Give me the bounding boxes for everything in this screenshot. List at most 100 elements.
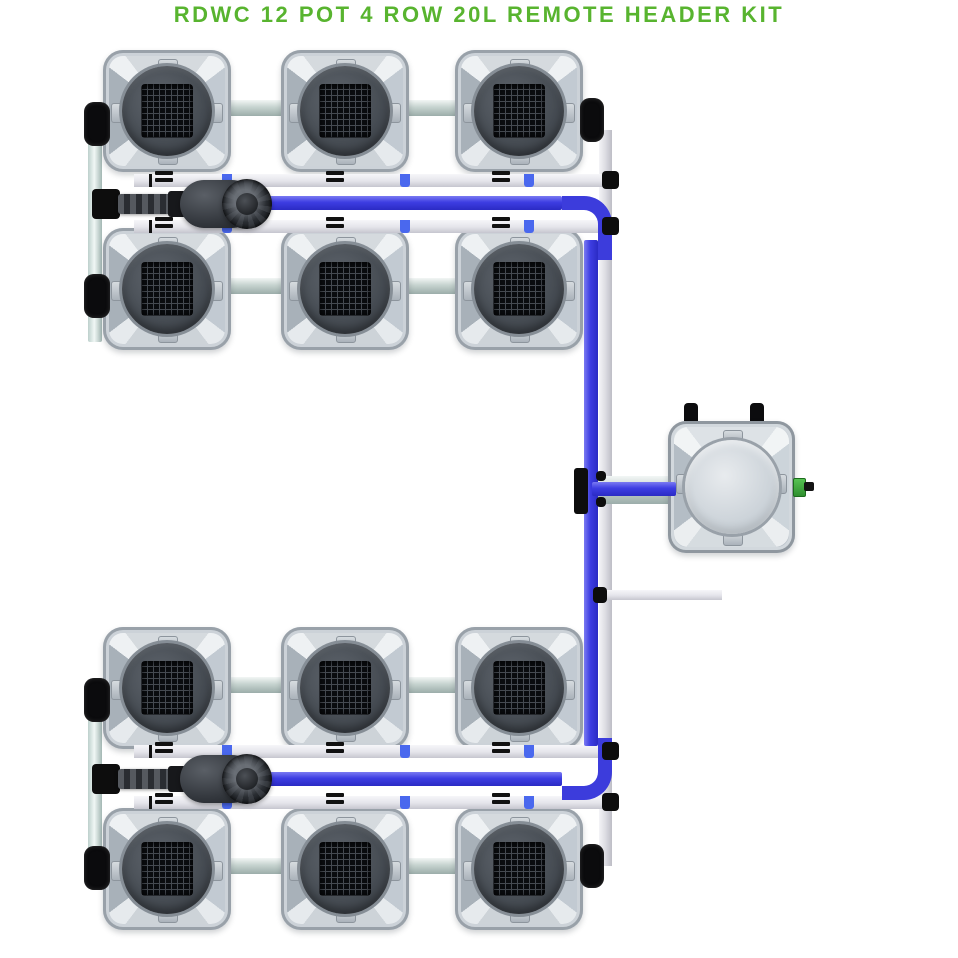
net-pot-recess	[122, 824, 212, 914]
pump-1-hub	[236, 193, 258, 215]
pump-2-barb-adapter	[118, 769, 174, 789]
return-pipe-clip-bar	[492, 224, 510, 228]
pot-row4-col2	[281, 808, 409, 930]
net-pot-recess	[300, 244, 390, 334]
tank-side-valve-stem	[804, 482, 814, 491]
net-pot-mesh	[141, 84, 193, 138]
net-pot-mesh	[493, 661, 545, 715]
return-pipe-clip-bar	[326, 171, 344, 175]
return-pipe-clip-bar	[492, 742, 510, 746]
return-pipe-end-tick	[149, 220, 152, 233]
return-pipe-clip-bar	[326, 793, 344, 797]
right-fitting-top-2	[602, 217, 619, 235]
pot-row2-col2	[281, 228, 409, 350]
return-pipe-blue-clip	[400, 745, 410, 758]
net-pot-mesh	[319, 262, 371, 316]
tank-lid-tab-south	[723, 532, 743, 546]
return-pipe-clip-bar	[492, 749, 510, 753]
return-pipe-clip-bar	[155, 224, 173, 228]
return-pipe-blue-clip	[524, 796, 534, 809]
blue-tube-vertical	[584, 240, 598, 746]
tank-drain-stub-pipe	[600, 590, 722, 600]
pot-row2-col1	[103, 228, 231, 350]
net-pot-mesh	[319, 842, 371, 896]
tank-handle-left	[684, 403, 698, 425]
return-pipe-clip-bar	[155, 793, 173, 797]
pump-1-barb-adapter	[118, 194, 174, 214]
return-pipe-clip-bar	[326, 178, 344, 182]
net-pot-mesh	[141, 661, 193, 715]
net-pot-recess	[300, 643, 390, 733]
pot-row3-col2	[281, 627, 409, 749]
net-pot-recess	[474, 643, 564, 733]
return-pipe-clip-bar	[492, 793, 510, 797]
net-pot-mesh	[493, 84, 545, 138]
blue-tube-top-horizontal	[246, 196, 562, 210]
right-fitting-bottom-1	[602, 742, 619, 760]
return-pipe-end-tick	[149, 796, 152, 809]
net-pot-mesh	[141, 262, 193, 316]
tank-branch-tee-fitting	[574, 468, 588, 514]
net-pot-recess	[300, 66, 390, 156]
return-pipe-clip-bar	[155, 217, 173, 221]
pot-row1-col2	[281, 50, 409, 172]
return-pipe-clip-bar	[492, 217, 510, 221]
tank-drain-stub-fitting	[593, 587, 607, 603]
return-pipe-blue-clip	[400, 174, 410, 187]
return-pipe-end-tick	[149, 174, 152, 187]
remote-header-tank	[668, 421, 795, 553]
pot-row4-col3	[455, 808, 583, 930]
right-elbow-row-4	[580, 844, 604, 888]
pot-row4-col1	[103, 808, 231, 930]
return-pipe-end-tick	[149, 745, 152, 758]
right-fitting-bottom-2	[602, 793, 619, 811]
tank-round-lid	[685, 440, 779, 534]
right-elbow-row-1	[580, 98, 604, 142]
pump-2-inlet-fitting	[92, 764, 120, 794]
return-pipe-blue-clip	[400, 796, 410, 809]
net-pot-recess	[474, 824, 564, 914]
net-pot-mesh	[319, 84, 371, 138]
net-pot-recess	[474, 244, 564, 334]
pot-row1-col3	[455, 50, 583, 172]
net-pot-mesh	[493, 262, 545, 316]
blue-tube-tank-branch	[592, 482, 676, 496]
pump-2-hub	[236, 768, 258, 790]
net-pot-recess	[122, 244, 212, 334]
return-pipe-clip-bar	[155, 171, 173, 175]
return-pipe-clip-bar	[326, 742, 344, 746]
return-pipe-clip-bar	[326, 224, 344, 228]
page-title: RDWC 12 POT 4 ROW 20L REMOTE HEADER KIT	[173, 2, 785, 27]
tank-handle-right	[750, 403, 764, 425]
return-pipe-clip-bar	[155, 178, 173, 182]
return-pipe-clip-bar	[155, 800, 173, 804]
return-pipe-blue-clip	[222, 745, 232, 758]
left-elbow-row-2	[84, 274, 110, 318]
net-pot-mesh	[319, 661, 371, 715]
pump-1-inlet-fitting	[92, 189, 120, 219]
return-pipe-clip-bar	[326, 800, 344, 804]
net-pot-recess	[474, 66, 564, 156]
pot-row3-col3	[455, 627, 583, 749]
left-elbow-row-1	[84, 102, 110, 146]
net-pot-recess	[122, 66, 212, 156]
return-pipe-clip-bar	[155, 742, 173, 746]
pot-row2-col3	[455, 228, 583, 350]
pot-row3-col1	[103, 627, 231, 749]
return-pipe-clip-bar	[492, 178, 510, 182]
net-pot-recess	[300, 824, 390, 914]
left-elbow-row-4	[84, 846, 110, 890]
return-pipe-blue-clip	[524, 745, 534, 758]
tank-branch-clamp-lower	[596, 497, 606, 507]
right-fitting-top-1	[602, 171, 619, 189]
return-pipe-blue-clip	[524, 220, 534, 233]
net-pot-mesh	[493, 842, 545, 896]
tank-branch-clamp-upper	[596, 471, 606, 481]
return-pipe-clip-bar	[326, 217, 344, 221]
return-pipe-blue-clip	[400, 220, 410, 233]
return-pipe-clip-bar	[155, 749, 173, 753]
return-pipe-clip-bar	[492, 800, 510, 804]
left-elbow-row-3	[84, 678, 110, 722]
pot-row1-col1	[103, 50, 231, 172]
